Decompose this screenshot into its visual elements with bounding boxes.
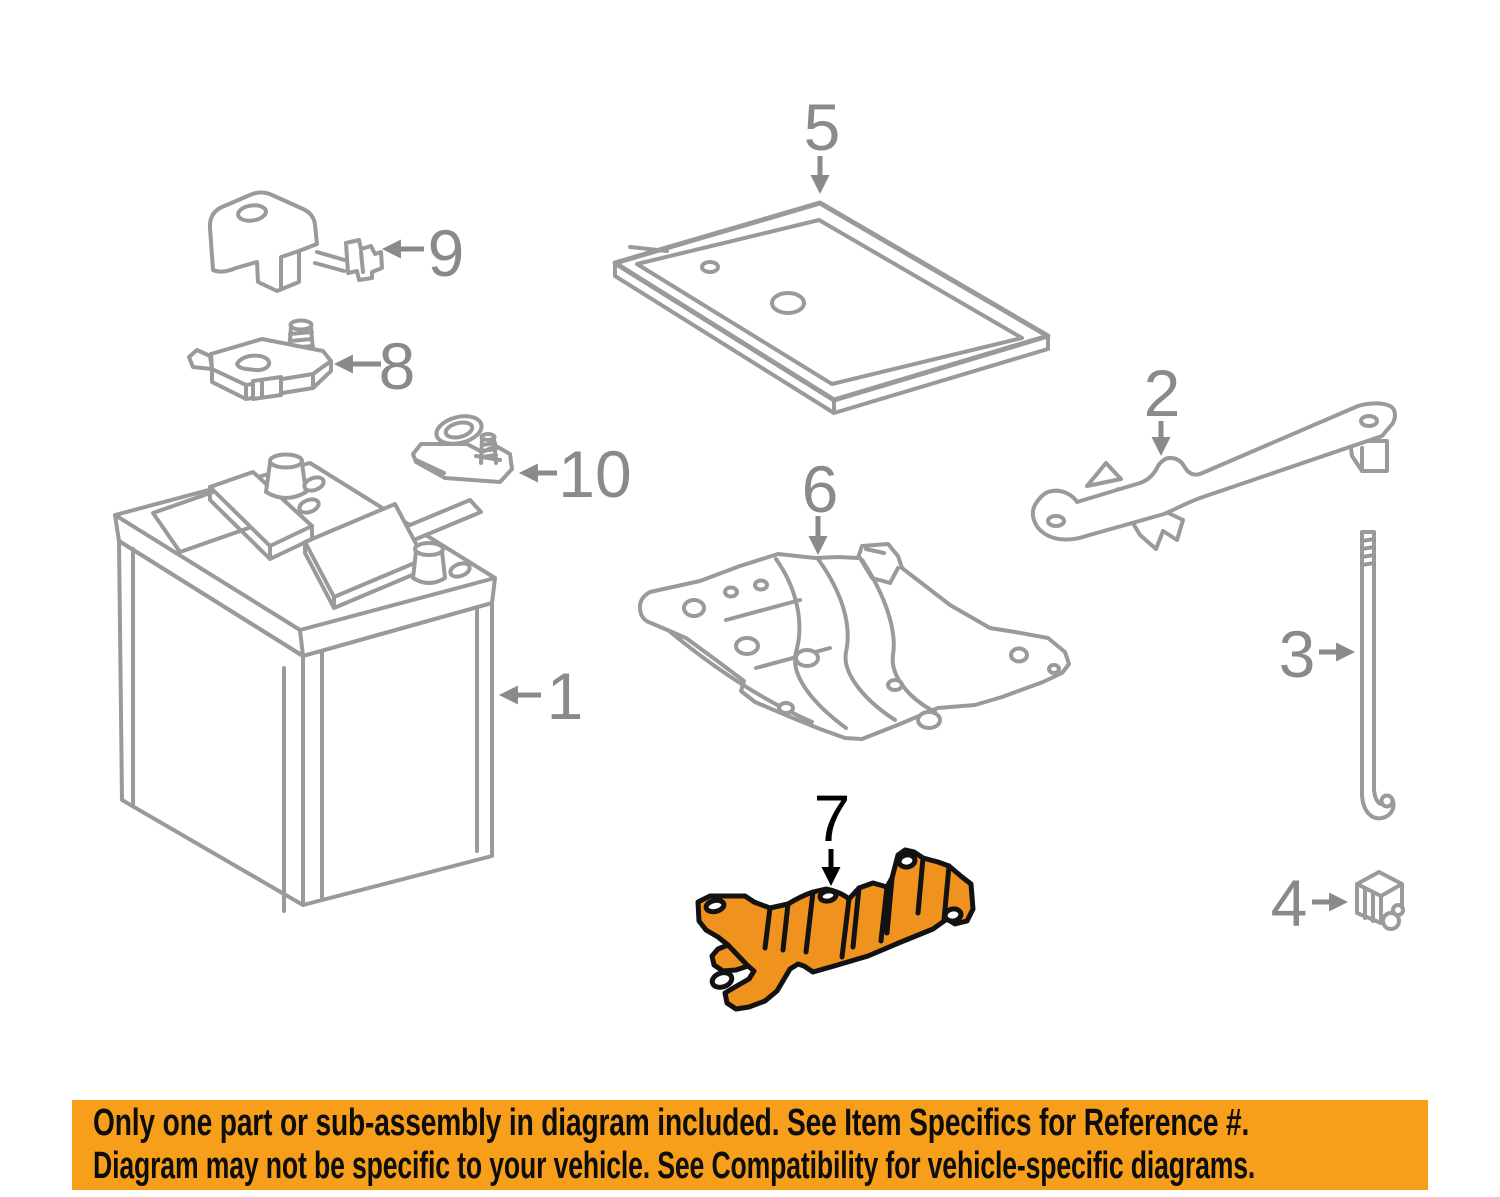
disclaimer-banner: Only one part or sub-assembly in diagram… [72,1100,1428,1190]
part-battery-terminal2-drawing [411,414,514,484]
part-ref-label-8: 8 [379,329,416,403]
part-clamp-block-drawing [1355,870,1405,931]
part-ref-label-10: 10 [558,437,631,511]
part-terminal-cover-drawing [207,190,384,293]
part-ref-label-1: 1 [547,659,584,733]
part-battery-drawing [113,452,497,913]
part-ref-label-4: 4 [1271,866,1308,940]
part-ref-label-2: 2 [1144,356,1181,430]
part-j-bolt-drawing [1360,530,1396,821]
part-battery-tray-drawing [612,200,1051,415]
disclaimer-line-1: Only one part or sub-assembly in diagram… [93,1102,1250,1144]
disclaimer-line-2: Diagram may not be specific to your vehi… [93,1145,1256,1187]
highlighted-bracket-body [695,847,976,1012]
part-battery-terminal-drawing [187,318,333,401]
part-ref-label-6: 6 [802,452,839,526]
parts-diagram: 1 2 3 4 5 6 7 8 9 10 [113,90,1405,1012]
part-holddown-clamp-drawing [1030,401,1397,551]
part-ref-label-9: 9 [428,216,465,290]
part-ref-label-5: 5 [804,90,841,164]
part-ref-label-7: 7 [814,781,851,855]
part-battery-carrier-drawing [637,542,1071,741]
part-ref-label-3: 3 [1279,617,1316,691]
part-highlighted-bracket-drawing [695,847,976,1012]
